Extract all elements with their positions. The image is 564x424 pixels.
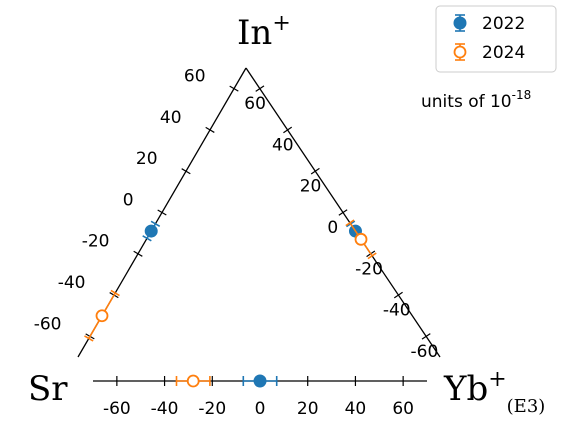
tick-mark	[283, 126, 293, 134]
vertex-label-right: Yb+(E3)	[443, 367, 545, 417]
tick-label: -40	[58, 273, 86, 293]
vertex-right-sup: +	[488, 367, 506, 392]
tick-label: -60	[103, 399, 131, 419]
tick-label: 40	[345, 399, 367, 419]
axis-tick-labels: -60 -40 -20 0 20 40 60 60 40 20 0 -20 -40 -60 -60 -40 -2…	[34, 67, 439, 419]
vertex-top-sup: +	[272, 11, 290, 36]
triangle-edges	[77, 67, 441, 382]
tick-mark	[181, 168, 191, 175]
tick-label: -20	[198, 399, 226, 419]
error-bar-cap	[150, 220, 161, 228]
error-bar-cap	[84, 335, 94, 342]
vertex-right-sub: (E3)	[507, 396, 546, 417]
data-point-marker	[453, 45, 467, 59]
units-exponent: -18	[512, 88, 532, 102]
legend-entry-2024: 2024	[453, 43, 525, 63]
tick-mark	[421, 333, 431, 340]
legend-entry-2022: 2022	[453, 14, 525, 34]
tick-label: -20	[355, 259, 383, 279]
data-point-2022	[142, 220, 161, 242]
tick-mark	[133, 250, 143, 257]
error-bar-cap	[110, 289, 120, 297]
error-bar-cap	[345, 219, 355, 227]
tick-mark	[393, 291, 403, 299]
tick-label: -20	[82, 232, 110, 252]
data-point-marker	[186, 374, 200, 388]
tick-label: -60	[411, 342, 439, 362]
tick-label: 60	[244, 94, 266, 114]
data-point-marker	[253, 374, 267, 388]
vertex-top-base: In	[237, 13, 272, 53]
tick-label: -60	[34, 314, 62, 334]
vertex-label-top: In+	[237, 11, 291, 53]
tick-label: 20	[297, 399, 319, 419]
axis-ticks	[85, 85, 431, 386]
data-point-marker	[354, 232, 368, 246]
tick-mark	[338, 209, 348, 216]
tick-mark	[229, 85, 239, 92]
tick-label: 20	[300, 177, 322, 197]
legend: 2022 2024	[435, 5, 557, 73]
data-point-2024	[84, 289, 120, 342]
error-bar-cap	[367, 252, 377, 260]
tick-label: -40	[151, 399, 179, 419]
data-points	[84, 219, 377, 388]
legend-label: 2022	[482, 14, 525, 34]
tick-mark	[310, 167, 320, 175]
tick-label: 40	[160, 108, 182, 128]
vertex-label-left: Sr	[28, 369, 68, 409]
tick-label: 0	[255, 399, 266, 419]
data-point-marker	[95, 309, 109, 323]
error-bar-cap	[142, 235, 152, 242]
tick-label: 0	[327, 218, 338, 238]
tick-mark	[205, 126, 215, 133]
vertex-left-base: Sr	[28, 369, 68, 409]
units-annotation: units of 10-18	[421, 88, 531, 112]
tick-label: -40	[383, 301, 411, 321]
tick-mark	[157, 209, 167, 216]
data-point-marker	[453, 16, 467, 30]
tick-label: 60	[184, 67, 206, 87]
tick-mark	[255, 85, 265, 92]
data-point-marker	[144, 224, 158, 238]
data-point-2022	[242, 374, 278, 388]
tick-label: 0	[123, 190, 134, 210]
units-prefix: units of 10	[421, 92, 512, 112]
legend-label: 2024	[482, 43, 525, 63]
data-point-2024	[175, 374, 211, 388]
data-point-2024	[345, 219, 377, 260]
vertex-right-base: Yb	[443, 369, 488, 409]
tick-label: 60	[392, 399, 414, 419]
tick-label: 20	[136, 149, 158, 169]
tick-label: 40	[272, 135, 294, 155]
